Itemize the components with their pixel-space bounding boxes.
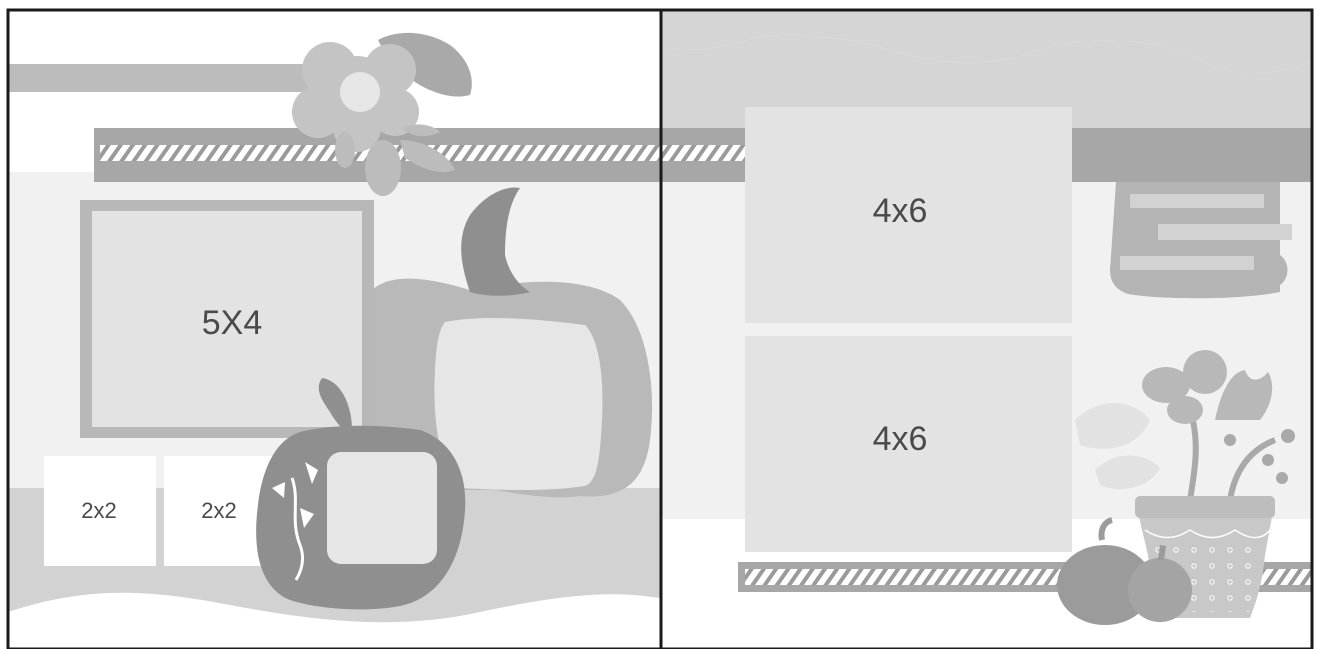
photo-label-2x2-a: 2x2 <box>81 498 116 523</box>
photo-label-4x6-top: 4x6 <box>873 192 928 230</box>
photo-label-4x6-bottom: 4x6 <box>873 420 928 458</box>
journal-tag <box>1110 182 1292 298</box>
right-page: 4x6 4x6 <box>662 10 1312 649</box>
left-top-band <box>8 64 320 92</box>
photo-label-2x2-b: 2x2 <box>201 498 236 523</box>
ribbon-icon <box>662 145 750 161</box>
left-page: 5X4 2x2 2x2 <box>8 10 660 649</box>
photo-label-5x4: 5X4 <box>202 304 263 342</box>
